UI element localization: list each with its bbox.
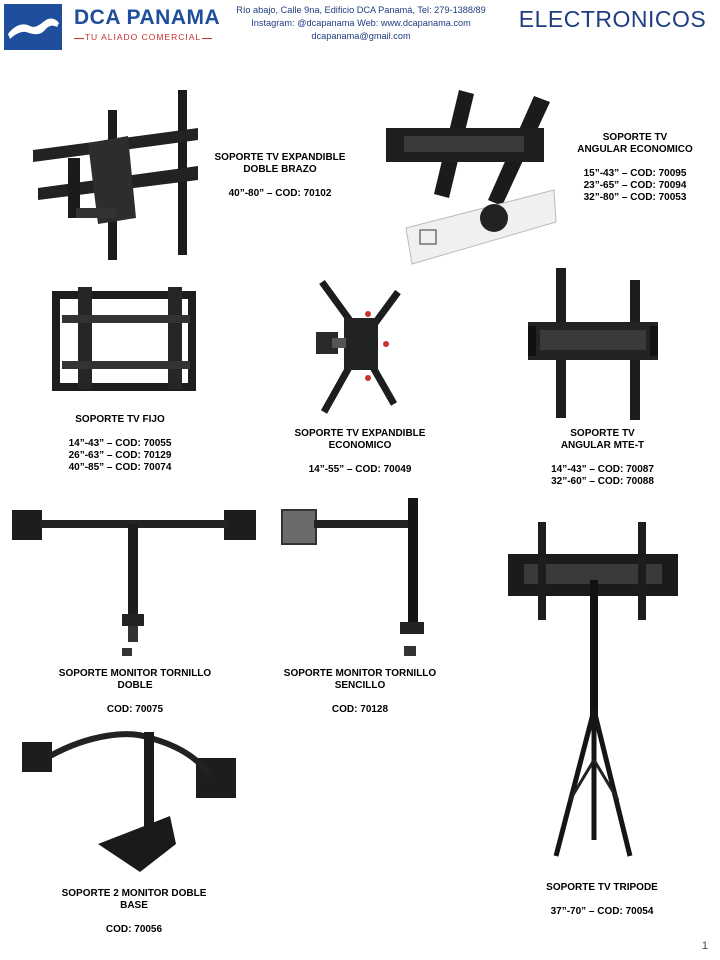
product-code: COD: 70075 [106,704,164,715]
category-title: ELECTRONICOS [518,6,707,32]
tagline-rule-left [74,38,84,39]
product-title: SOPORTE TV FIJO [75,414,165,425]
product-info-fixed: SOPORTE TV FIJO 14”-43” – COD: 70055 26”… [40,414,200,474]
contact-social: Instagram: @dcapanama Web: www.dcapanama… [251,18,471,28]
product-info-angular-economic: SOPORTE TV ANGULAR ECONOMICO 15”-43” – C… [560,132,710,204]
product-title: ECONOMICO [328,440,392,451]
product-info-double-monitor-clamp: SOPORTE MONITOR TORNILLO DOBLE COD: 7007… [30,668,240,716]
contact-email: dcapanama@gmail.com [311,31,411,41]
product-title: SOPORTE MONITOR TORNILLO [283,668,437,679]
product-code: 32”-60” – COD: 70088 [551,476,654,487]
product-title: SOPORTE TV [602,132,668,143]
product-image-double-arm-mount [33,90,198,260]
product-code: 23”-65” – COD: 70094 [583,180,687,191]
product-title: SOPORTE TV EXPANDIBLE [294,428,426,439]
product-code: 37”-70” – COD: 70054 [550,906,654,917]
product-info-dual-monitor-base: SOPORTE 2 MONITOR DOBLE BASE COD: 70056 [44,888,224,936]
product-info-single-monitor-clamp: SOPORTE MONITOR TORNILLO SENCILLO COD: 7… [272,668,448,716]
product-title: SOPORTE TV TRIPODE [546,882,658,893]
product-code: 26”-63” – COD: 70129 [68,450,172,461]
product-title: DOBLE BRAZO [243,164,317,175]
product-image-fixed-mount [52,287,196,391]
product-title: SENCILLO [334,680,386,691]
product-code: 14”-43” – COD: 70055 [68,438,172,449]
product-image-tv-tripod [508,522,678,857]
product-code: 14”-43” – COD: 70087 [551,464,654,475]
brand-logo-mark [4,4,62,50]
product-code: 32”-80” – COD: 70053 [583,192,687,203]
product-code: COD: 70128 [331,704,389,715]
contact-address: Río abajo, Calle 9na, Edificio DCA Panam… [236,5,486,15]
product-image-double-monitor-clamp [12,510,256,656]
product-title: SOPORTE TV EXPANDIBLE [214,152,346,163]
product-image-single-monitor-clamp [281,498,424,656]
contact-info: Río abajo, Calle 9na, Edificio DCA Panam… [226,4,496,43]
product-code: COD: 70056 [105,924,163,935]
product-code: 40”-85” – COD: 70074 [68,462,172,473]
panama-map-icon [8,18,59,39]
product-image-angular-economic-mount [386,90,557,265]
brand-tagline: TU ALIADO COMERCIAL [84,32,202,42]
product-title: ANGULAR MTE-T [560,440,645,451]
product-title: SOPORTE 2 MONITOR DOBLE [61,888,207,899]
tagline-rule-right [202,38,212,39]
product-info-double-arm: SOPORTE TV EXPANDIBLE DOBLE BRAZO 40”-80… [200,152,360,200]
product-title: ANGULAR ECONOMICO [577,144,693,155]
product-code: 15”-43” – COD: 70095 [583,168,687,179]
product-image-angular-mtet-mount [528,268,658,420]
product-image-expandable-economic-mount [316,279,401,414]
product-code: 14”-55” – COD: 70049 [308,464,412,475]
product-info-expandable-economic: SOPORTE TV EXPANDIBLE ECONOMICO 14”-55” … [280,428,440,476]
product-title: BASE [120,900,148,911]
product-title: SOPORTE TV [570,428,635,439]
brand-name: DCA PANAMA [74,6,221,29]
product-info-angular-mtet: SOPORTE TV ANGULAR MTE-T 14”-43” – COD: … [530,428,675,488]
product-code: 40”-80” – COD: 70102 [228,188,332,199]
product-title: DOBLE [117,680,153,691]
page-number: 1 [701,940,708,952]
product-image-dual-monitor-base [22,731,236,872]
product-title: SOPORTE MONITOR TORNILLO [58,668,212,679]
product-info-tv-tripod: SOPORTE TV TRIPODE 37”-70” – COD: 70054 [520,882,684,918]
